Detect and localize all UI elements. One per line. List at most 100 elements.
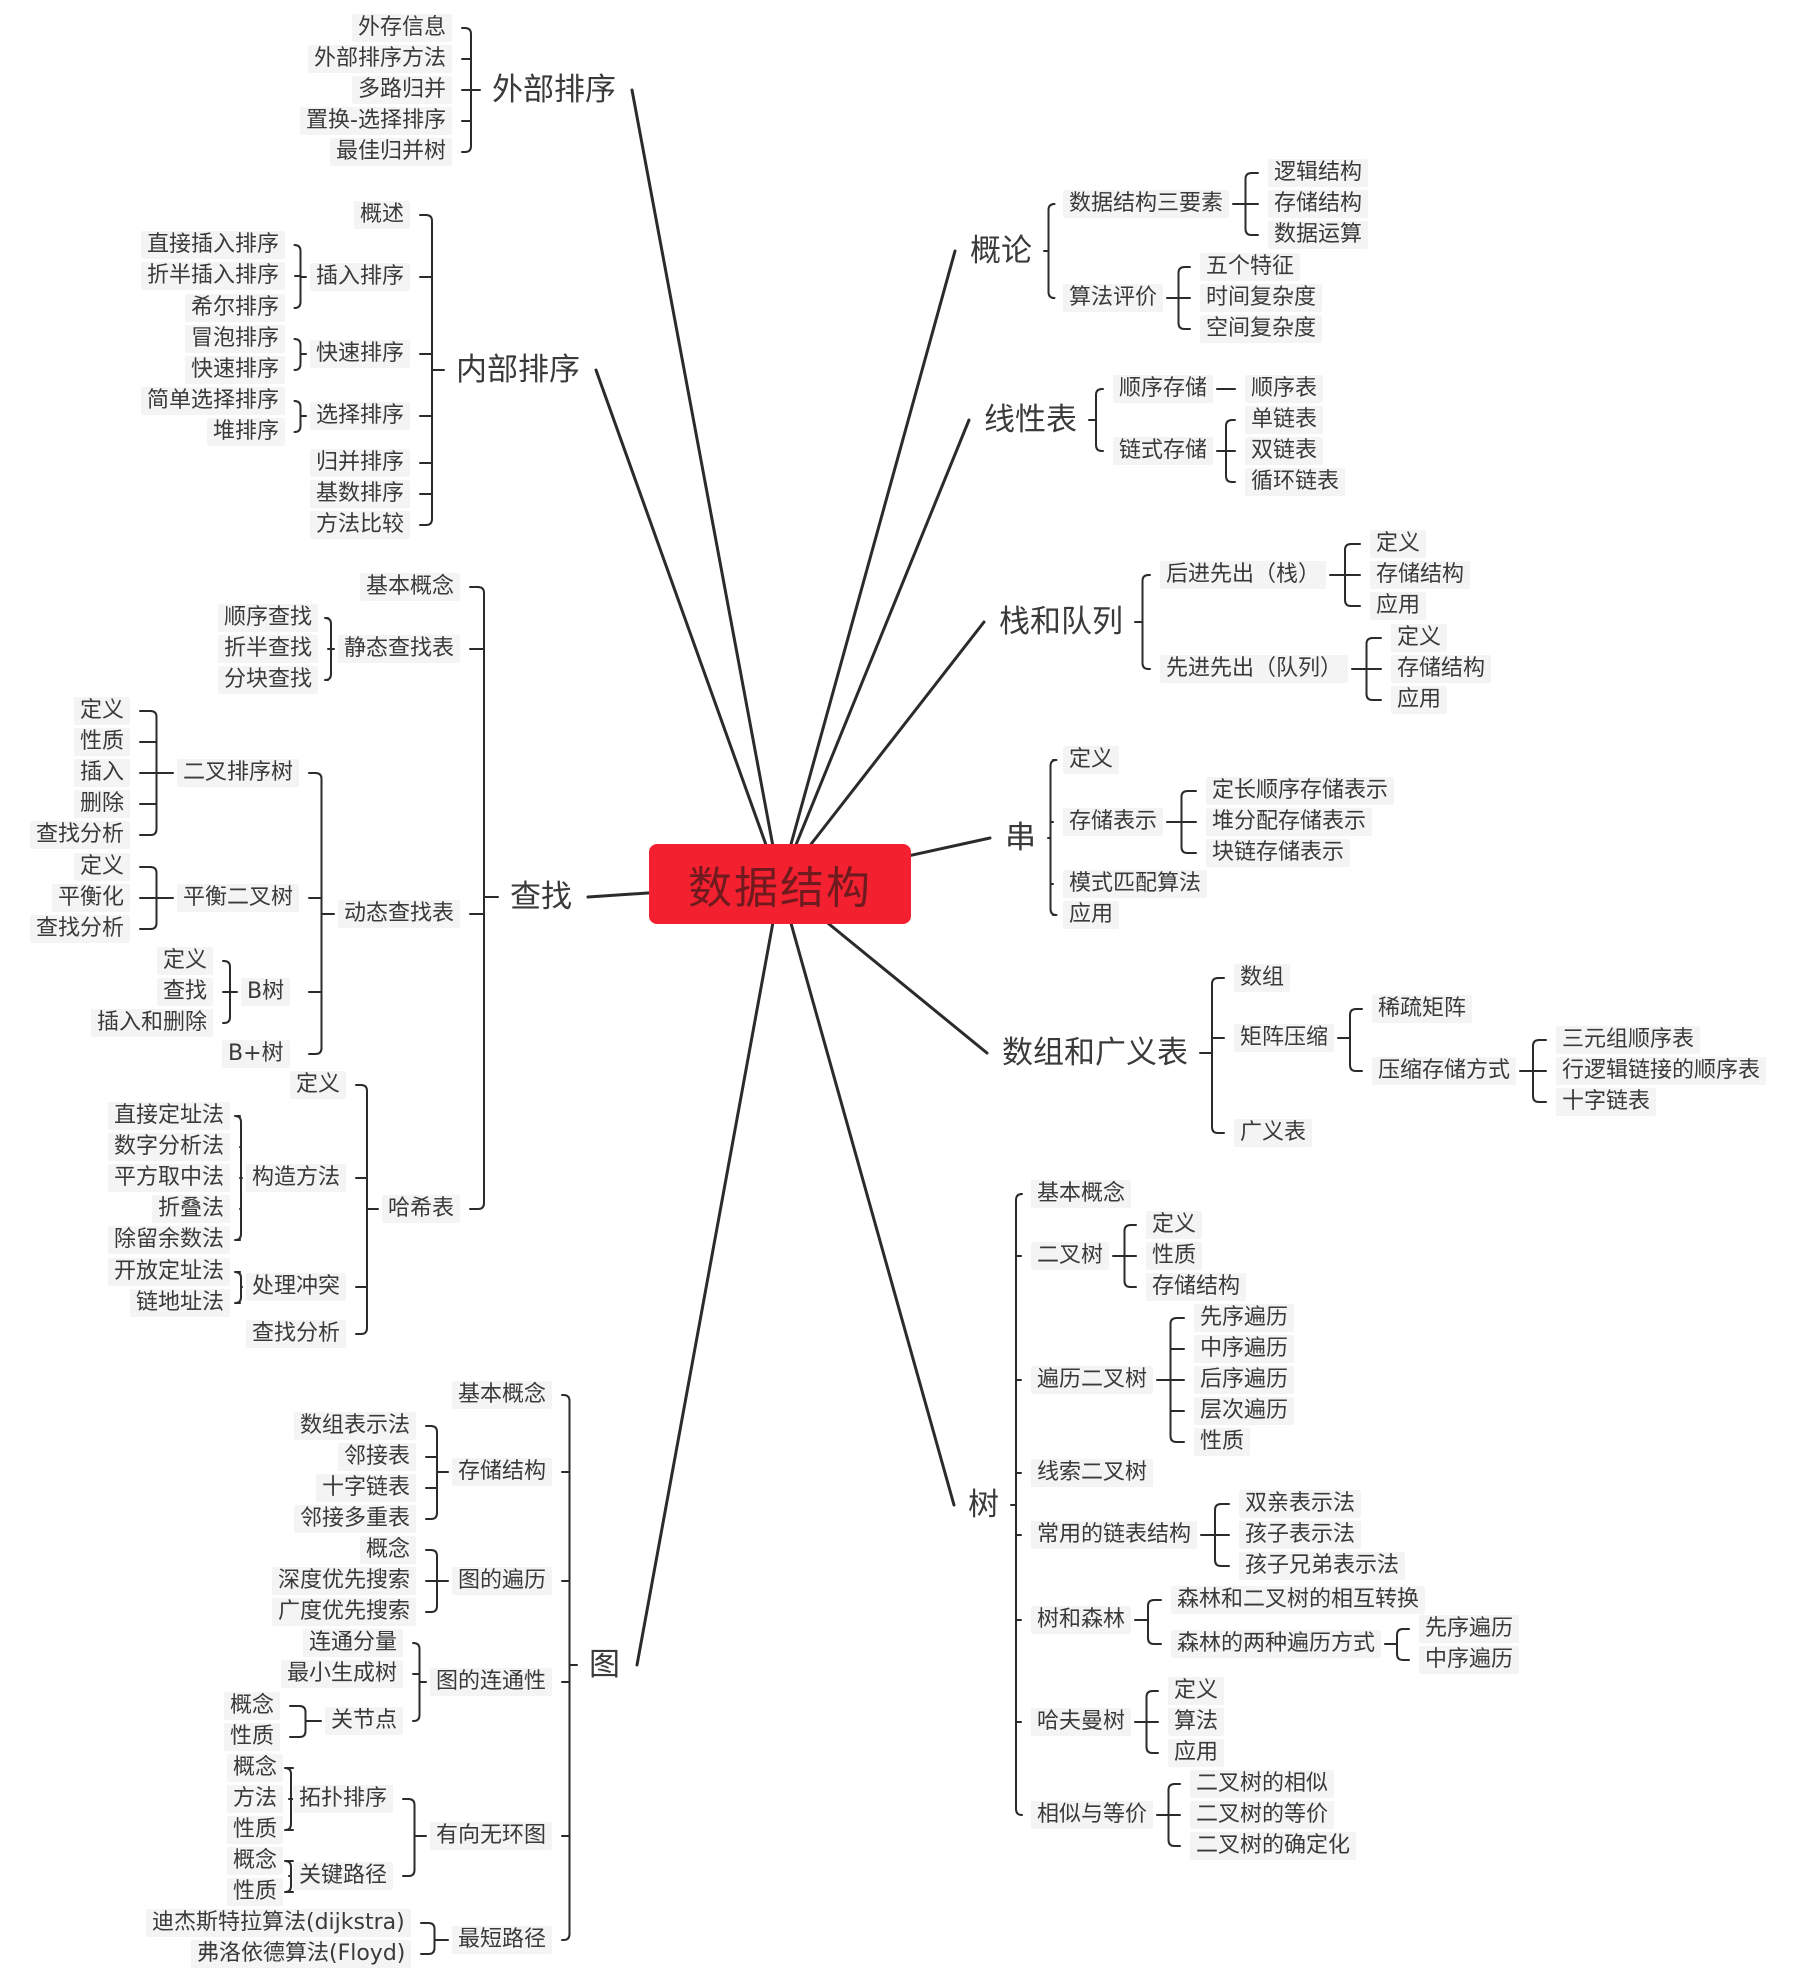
mindmap-node-level3[interactable]: 孩子表示法 <box>1239 1521 1362 1550</box>
mindmap-node-level3[interactable]: 性质 <box>1194 1428 1251 1457</box>
mindmap-node-level4[interactable]: 插入 <box>74 759 131 788</box>
mindmap-node-level2[interactable]: 链式存储 <box>1113 437 1214 466</box>
mindmap-node-level3[interactable]: 深度优先搜索 <box>272 1567 417 1596</box>
mindmap-node-level3[interactable]: 应用 <box>1370 592 1427 621</box>
mindmap-node-level3[interactable]: 时间复杂度 <box>1200 284 1323 313</box>
mindmap-node-level3[interactable]: 堆分配存储表示 <box>1206 808 1373 837</box>
mindmap-node-level1[interactable]: 树 <box>960 1484 1007 1526</box>
mindmap-node-level4[interactable]: 概念 <box>227 1754 284 1783</box>
mindmap-node-level3[interactable]: 双链表 <box>1245 437 1324 466</box>
mindmap-node-level3[interactable]: 先序遍历 <box>1194 1304 1295 1333</box>
mindmap-node-level2[interactable]: 基数排序 <box>310 480 411 509</box>
mindmap-node-level3[interactable]: 应用 <box>1391 686 1448 715</box>
mindmap-node-level1[interactable]: 栈和队列 <box>991 601 1131 643</box>
mindmap-node-level3[interactable]: 数据运算 <box>1268 221 1369 250</box>
mindmap-node-level4[interactable]: 删除 <box>74 790 131 819</box>
mindmap-node-level3[interactable]: 顺序查找 <box>218 604 319 633</box>
mindmap-node-level3[interactable]: 五个特征 <box>1200 253 1301 282</box>
mindmap-node-level2[interactable]: 数据结构三要素 <box>1063 190 1230 219</box>
mindmap-node-level3[interactable]: B树 <box>241 978 291 1007</box>
mindmap-node-level3[interactable]: 存储结构 <box>1370 561 1471 590</box>
mindmap-node-level4[interactable]: 定义 <box>157 947 214 976</box>
mindmap-node-level3[interactable]: 弗洛依德算法(Floyd) <box>191 1940 412 1969</box>
mindmap-node-level2[interactable]: 基本概念 <box>452 1381 553 1410</box>
mindmap-node-level4[interactable]: 行逻辑链接的顺序表 <box>1556 1057 1767 1086</box>
mindmap-node-level3[interactable]: 堆排序 <box>207 418 286 447</box>
mindmap-node-level4[interactable]: 定义 <box>74 697 131 726</box>
mindmap-node-level4[interactable]: 直接定址法 <box>108 1102 231 1131</box>
mindmap-node-level3[interactable]: 定义 <box>1168 1677 1225 1706</box>
mindmap-node-level3[interactable]: 最小生成树 <box>281 1660 404 1689</box>
mindmap-node-level4[interactable]: 性质 <box>74 728 131 757</box>
mindmap-node-level3[interactable]: 处理冲突 <box>246 1273 347 1302</box>
mindmap-node-level2[interactable]: 常用的链表结构 <box>1031 1521 1198 1550</box>
mindmap-node-level3[interactable]: 存储结构 <box>1268 190 1369 219</box>
mindmap-node-level3[interactable]: 森林的两种遍历方式 <box>1171 1630 1382 1659</box>
mindmap-node-level3[interactable]: 直接插入排序 <box>141 231 286 260</box>
mindmap-node-level4[interactable]: 折叠法 <box>152 1195 231 1224</box>
mindmap-node-level2[interactable]: 概述 <box>354 201 411 230</box>
mindmap-node-level3[interactable]: 迪杰斯特拉算法(dijkstra) <box>146 1909 411 1938</box>
mindmap-node-level3[interactable]: 循环链表 <box>1245 468 1346 497</box>
mindmap-node-level2[interactable]: 算法评价 <box>1063 284 1164 313</box>
mindmap-node-level2[interactable]: 相似与等价 <box>1031 1801 1154 1830</box>
mindmap-node-level2[interactable]: 插入排序 <box>310 263 411 292</box>
mindmap-node-level3[interactable]: 二叉树的等价 <box>1190 1801 1335 1830</box>
mindmap-node-level4[interactable]: 中序遍历 <box>1419 1646 1520 1675</box>
mindmap-node-level3[interactable]: 平衡二叉树 <box>177 884 300 913</box>
mindmap-node-level3[interactable]: 算法 <box>1168 1708 1225 1737</box>
mindmap-node-level3[interactable]: 折半插入排序 <box>141 262 286 291</box>
mindmap-node-level2[interactable]: 广义表 <box>1234 1119 1313 1148</box>
mindmap-node-level1[interactable]: 线性表 <box>976 399 1085 441</box>
mindmap-node-level4[interactable]: 先序遍历 <box>1419 1615 1520 1644</box>
mindmap-node-level3[interactable]: 二叉树的确定化 <box>1190 1832 1357 1861</box>
mindmap-node-level2[interactable]: 线索二叉树 <box>1031 1459 1154 1488</box>
mindmap-node-level2[interactable]: 置换-选择排序 <box>300 107 452 136</box>
mindmap-node-level3[interactable]: 层次遍历 <box>1194 1397 1295 1426</box>
mindmap-node-level2[interactable]: 二叉树 <box>1031 1242 1110 1271</box>
mindmap-node-level3[interactable]: 关键路径 <box>293 1862 394 1891</box>
mindmap-node-level1[interactable]: 内部排序 <box>448 349 588 391</box>
mindmap-node-level3[interactable]: 中序遍历 <box>1194 1335 1295 1364</box>
mindmap-node-level4[interactable]: 性质 <box>224 1723 281 1752</box>
mindmap-node-level3[interactable]: 定义 <box>1370 530 1427 559</box>
mindmap-node-level3[interactable]: 存储结构 <box>1146 1273 1247 1302</box>
mindmap-node-level2[interactable]: 后进先出（栈） <box>1160 561 1327 590</box>
mindmap-node-level3[interactable]: 应用 <box>1168 1739 1225 1768</box>
mindmap-node-level3[interactable]: 稀疏矩阵 <box>1372 995 1473 1024</box>
mindmap-node-level1[interactable]: 图 <box>581 1644 628 1686</box>
mindmap-node-level3[interactable]: 冒泡排序 <box>185 325 286 354</box>
mindmap-node-level3[interactable]: 邻接多重表 <box>294 1505 417 1534</box>
mindmap-node-level1[interactable]: 串 <box>997 817 1044 859</box>
mindmap-node-level3[interactable]: 定长顺序存储表示 <box>1206 777 1395 806</box>
mindmap-node-level3[interactable]: 快速排序 <box>185 356 286 385</box>
mindmap-node-level1[interactable]: 数组和广义表 <box>994 1032 1196 1074</box>
mindmap-node-level4[interactable]: 定义 <box>74 853 131 882</box>
mindmap-node-level3[interactable]: 压缩存储方式 <box>1372 1057 1517 1086</box>
mindmap-node-level3[interactable]: 邻接表 <box>338 1443 417 1472</box>
mindmap-node-level2[interactable]: 存储表示 <box>1063 808 1164 837</box>
mindmap-node-level3[interactable]: 简单选择排序 <box>141 387 286 416</box>
mindmap-node-level3[interactable]: 查找分析 <box>246 1320 347 1349</box>
mindmap-node-level3[interactable]: 双亲表示法 <box>1239 1490 1362 1519</box>
mindmap-node-level2[interactable]: 存储结构 <box>452 1458 553 1487</box>
mindmap-node-level2[interactable]: 基本概念 <box>1031 1180 1132 1209</box>
mindmap-node-level3[interactable]: 二叉树的相似 <box>1190 1770 1335 1799</box>
mindmap-node-level2[interactable]: 顺序存储 <box>1113 375 1214 404</box>
mindmap-node-level4[interactable]: 性质 <box>227 1878 284 1907</box>
mindmap-node-level3[interactable]: 逻辑结构 <box>1268 159 1369 188</box>
mindmap-node-level4[interactable]: 除留余数法 <box>108 1226 231 1255</box>
root-node[interactable]: 数据结构 <box>649 844 911 924</box>
mindmap-node-level3[interactable]: 后序遍历 <box>1194 1366 1295 1395</box>
mindmap-node-level2[interactable]: 先进先出（队列） <box>1160 655 1349 684</box>
mindmap-node-level3[interactable]: 拓扑排序 <box>293 1785 394 1814</box>
mindmap-node-level3[interactable]: 定义 <box>1146 1211 1203 1240</box>
mindmap-node-level2[interactable]: 树和森林 <box>1031 1606 1132 1635</box>
mindmap-node-level3[interactable]: 关节点 <box>325 1707 404 1736</box>
mindmap-node-level2[interactable]: 最佳归并树 <box>330 138 453 167</box>
mindmap-node-level4[interactable]: 概念 <box>227 1847 284 1876</box>
mindmap-node-level4[interactable]: 三元组顺序表 <box>1556 1026 1701 1055</box>
mindmap-node-level3[interactable]: 连通分量 <box>303 1629 404 1658</box>
mindmap-node-level3[interactable]: 存储结构 <box>1391 655 1492 684</box>
mindmap-node-level3[interactable]: 空间复杂度 <box>1200 315 1323 344</box>
